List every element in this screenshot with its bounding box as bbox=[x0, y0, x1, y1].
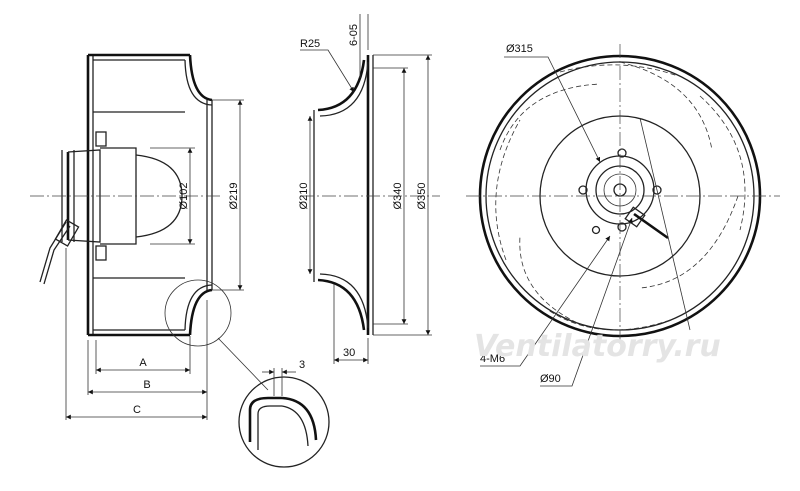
front-dim-4m6: 4-M6 bbox=[480, 353, 505, 365]
section-dim-30: 30 bbox=[343, 347, 355, 359]
side-dim-d219: Ø219 bbox=[228, 183, 240, 210]
section-dim-r25: R25 bbox=[300, 38, 320, 50]
section-view: Ø210 Ø340 Ø350 R25 6-05 30 bbox=[298, 14, 440, 364]
front-dim-d315: Ø315 bbox=[506, 43, 533, 55]
side-view: Ø102 Ø219 A B C bbox=[30, 53, 244, 420]
side-dim-b: B bbox=[143, 379, 150, 391]
side-dim-c: C bbox=[133, 404, 141, 416]
section-dim-d210: Ø210 bbox=[298, 183, 310, 210]
section-dim-d350: Ø350 bbox=[416, 183, 428, 210]
watermark: Ventilatorry.ru bbox=[474, 329, 721, 364]
side-dim-a: A bbox=[139, 357, 147, 369]
side-dim-d102: Ø102 bbox=[178, 183, 190, 210]
front-dim-d90: Ø90 bbox=[540, 373, 561, 385]
front-view: Ø315 4-M6 Ø90 bbox=[466, 43, 780, 387]
section-dim-d340: Ø340 bbox=[392, 183, 404, 210]
detail-dim-3: 3 bbox=[299, 359, 305, 371]
section-dim-gap: 6-05 bbox=[348, 24, 360, 46]
detail-view: 3 bbox=[217, 337, 330, 468]
